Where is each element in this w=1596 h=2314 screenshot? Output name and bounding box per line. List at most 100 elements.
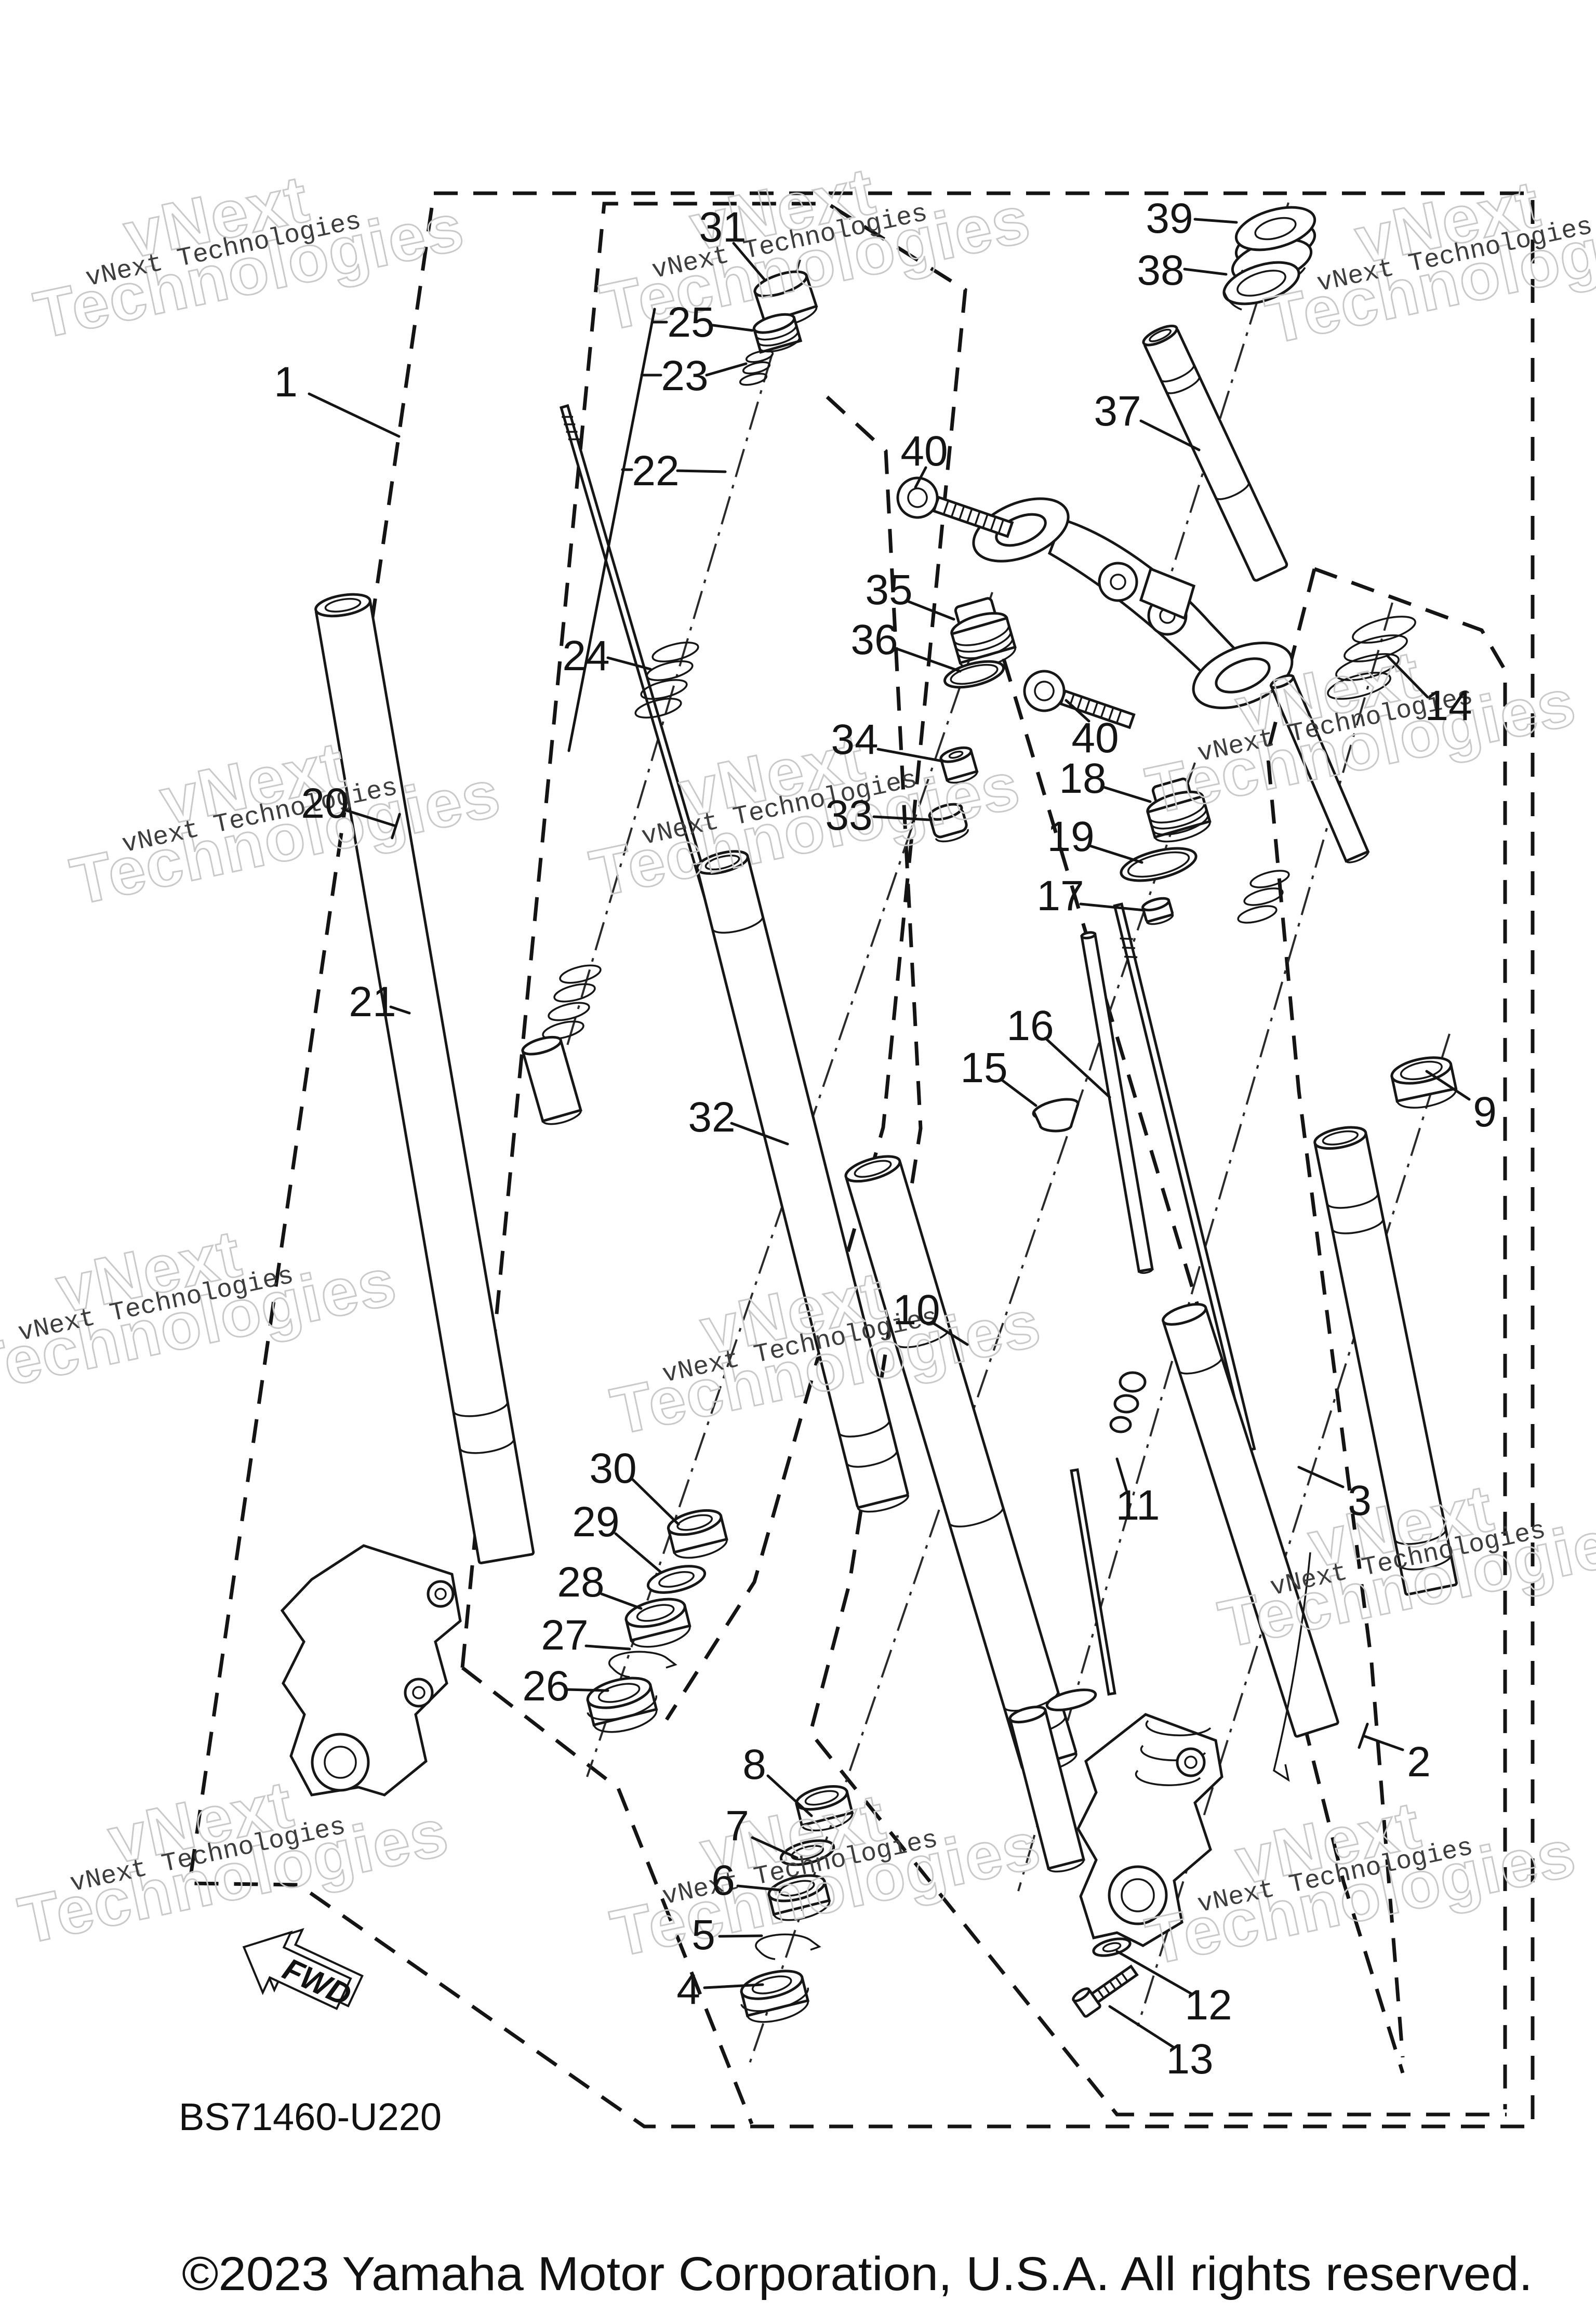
leader-line [1088,844,1143,864]
leader-tick [391,813,401,840]
right-outer-tube [1313,1126,1458,1596]
leader-line [1115,1950,1193,1996]
leader-line [711,324,754,332]
outer-tube-21 [314,593,535,1564]
leader-line [1193,218,1238,224]
leader-line [345,809,397,828]
leader-line [907,600,955,621]
callout-3: 3 [1348,1477,1372,1524]
right-damper-assembly [1008,616,1416,1873]
steering-stem-37 [1142,324,1288,582]
part-code: BS71460-U220 [179,2095,442,2138]
damper-spring-mid [1237,870,1290,924]
leader-line [631,1478,680,1526]
leader-line [567,308,656,752]
callout-5: 5 [691,1911,715,1959]
callout-27: 27 [541,1612,588,1659]
callout-33: 33 [825,792,872,839]
left-fork-leg [280,593,535,1797]
callout-30: 30 [589,1445,636,1492]
callout-4: 4 [676,1966,700,2013]
callout-1: 1 [274,358,298,406]
callout-12: 12 [1185,1981,1232,2029]
bracket-boss-1 [1098,562,1138,602]
callout-24: 24 [562,632,609,680]
cap-bolt-group-right [1032,777,1212,1274]
leader-line [703,1983,764,1989]
leader-line [1102,786,1152,803]
hose-guide [1273,1552,1311,1782]
leader-line [730,1122,789,1146]
callout-8: 8 [742,1741,766,1788]
leader-line [1065,699,1090,723]
washer-12 [1092,1937,1132,1957]
leader-line [999,1078,1038,1107]
axle-boss [311,1733,370,1792]
leader-line [1183,268,1228,276]
callout-31: 31 [699,204,746,251]
dust-seal-4 [740,1970,810,2023]
washer-29 [646,1565,707,1594]
clip-27 [608,1651,677,1678]
leader-line [876,748,944,763]
inner-box-left [460,202,967,2125]
callout-38: 38 [1137,247,1184,294]
leader-line [1044,1036,1111,1099]
leader-line [614,1532,662,1574]
spacer-34 [939,746,979,784]
right-axle-boss [1108,1865,1168,1925]
leader-line [1139,419,1201,451]
callout-20: 20 [301,780,348,827]
clip-5 [755,1933,821,1960]
nut-17 [1141,897,1174,925]
callout-37: 37 [1094,388,1141,435]
cap-bolt-group-left [928,597,1017,843]
leader-line [389,1005,411,1015]
under-bracket [972,497,1294,710]
spring-23 [739,350,774,386]
pinch-bolt-40-lower [1023,670,1136,729]
callout-9: 9 [1473,1088,1497,1136]
leader-line [705,362,748,377]
leader-line [566,1688,609,1692]
leader-line [1079,902,1146,912]
push-rod-16 [1080,931,1154,1274]
center-axes [550,202,1451,2068]
leader-line [606,656,652,671]
oil-lock-piece-15 [1032,1098,1080,1133]
o-ring-36 [943,660,1005,689]
callout-35: 35 [865,566,912,614]
callout-numbers: 1234567891011121314151617181920212223242… [274,195,1497,2083]
callout-40: 40 [900,428,948,475]
callout-15: 15 [960,1044,1007,1092]
leader-line [894,647,962,673]
caliper-lug-upper [427,1580,455,1608]
callout-29: 29 [572,1498,619,1546]
cap-bolt-18 [1146,777,1212,843]
callout-22: 22 [632,447,679,495]
damper-tube-3 [1162,1303,1339,1738]
rebound-piece [521,1035,582,1125]
damper-tube-top [1269,674,1370,863]
leader-line [1425,1070,1471,1101]
bearing-race-38 [1222,261,1300,311]
leader-line [931,1321,969,1346]
callout-19: 19 [1047,813,1094,860]
stem-boss [1139,567,1196,620]
leader-line [736,1884,782,1892]
pinch-bolt-40-upper [896,476,1014,538]
bushing-8 [795,1785,854,1832]
leader-line [732,242,767,282]
callout-21: 21 [349,978,396,1026]
leader-line [676,469,727,473]
leader-line [914,466,927,489]
oil-seal-28 [624,1598,691,1648]
callout-17: 17 [1036,872,1084,920]
leader-line [1108,2005,1175,2049]
leader-line [1362,1734,1404,1751]
bottom-spring-left [542,964,602,1040]
